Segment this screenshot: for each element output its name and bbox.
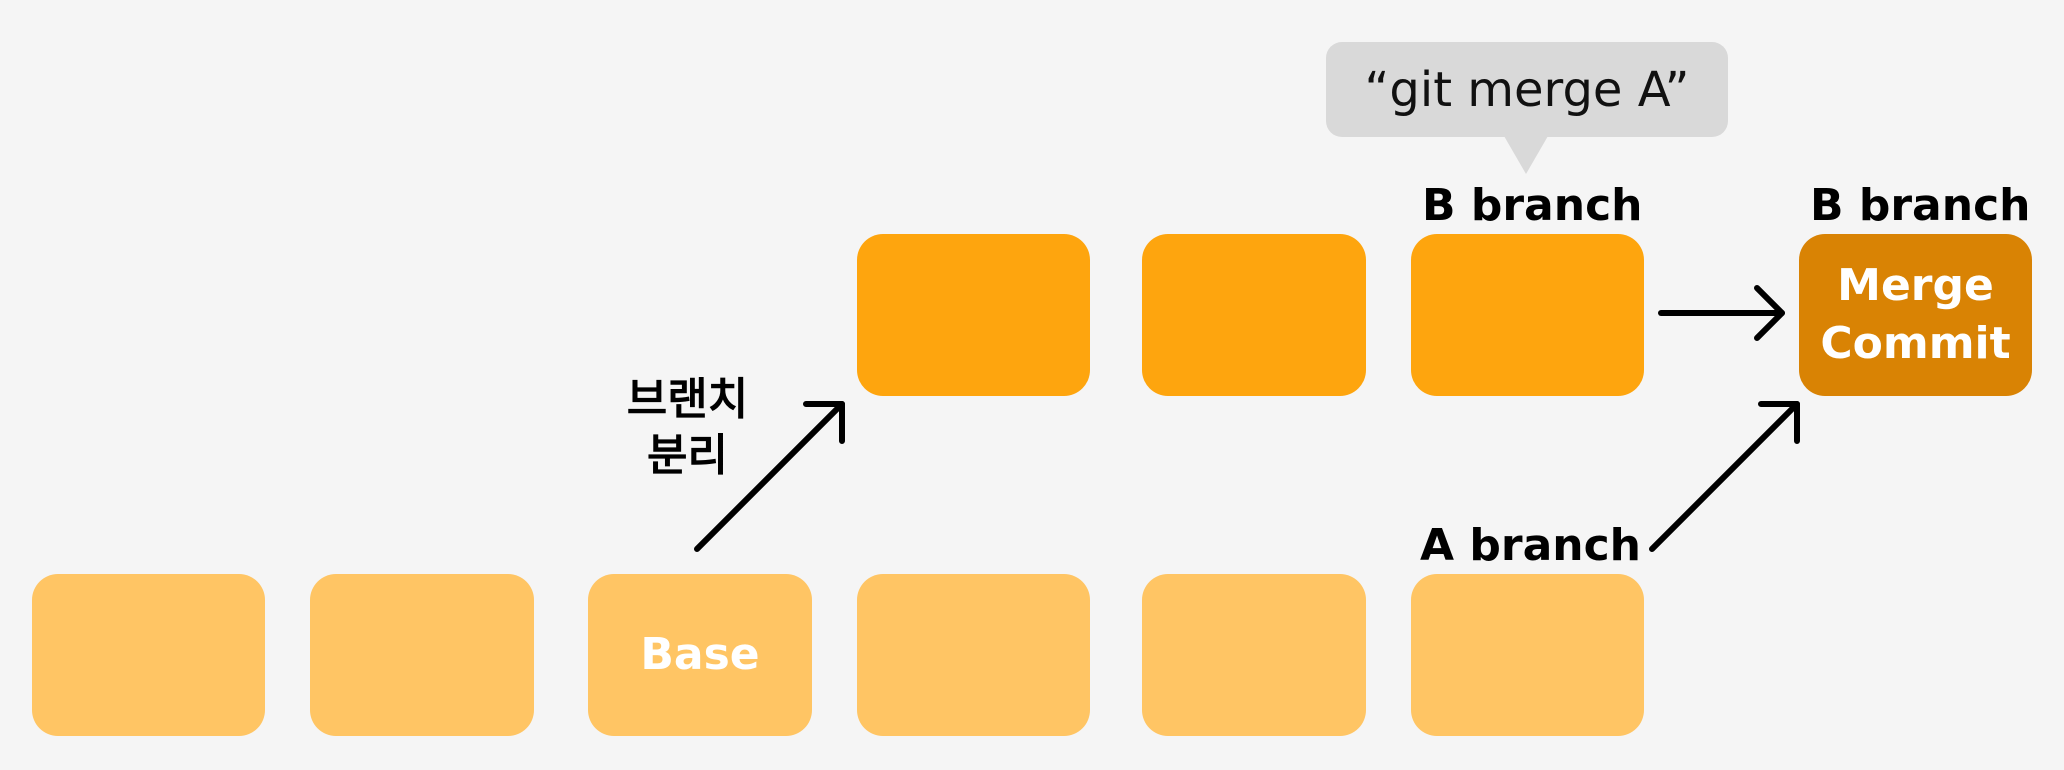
merge-commit-label: Merge Commit bbox=[1820, 260, 2011, 369]
b-branch-label-left: B branch bbox=[1422, 180, 1643, 231]
a-commit-3 bbox=[1411, 574, 1644, 736]
b-to-merge-arrow bbox=[1658, 285, 1785, 341]
branch-split-arrow bbox=[694, 401, 845, 552]
b-commit-1 bbox=[857, 234, 1090, 396]
branch-split-label: 브랜치 분리 bbox=[626, 374, 749, 481]
base-commit: Base bbox=[588, 574, 812, 736]
bubble-tail bbox=[1504, 136, 1548, 174]
base-commit-label: Base bbox=[640, 629, 760, 680]
b-commit-3 bbox=[1411, 234, 1644, 396]
b-branch-label-right: B branch bbox=[1810, 180, 2031, 231]
a-branch-label: A branch bbox=[1420, 520, 1641, 571]
a-commit-2 bbox=[1142, 574, 1366, 736]
a-commit-1 bbox=[857, 574, 1090, 736]
command-text: “git merge A” bbox=[1364, 61, 1690, 118]
a-to-merge-arrow bbox=[1649, 401, 1800, 552]
merge-commit: Merge Commit bbox=[1799, 234, 2032, 396]
main-commit-1 bbox=[32, 574, 265, 736]
main-commit-2 bbox=[310, 574, 534, 736]
b-commit-2 bbox=[1142, 234, 1366, 396]
command-bubble: “git merge A” bbox=[1326, 42, 1728, 137]
